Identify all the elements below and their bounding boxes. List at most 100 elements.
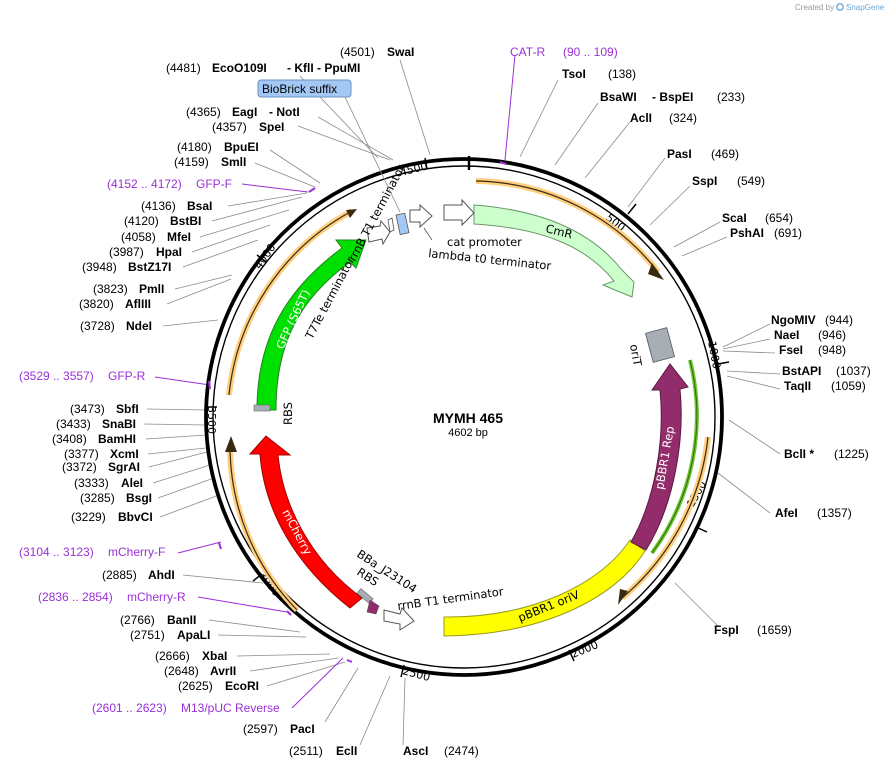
snapgene-label: SnapGene (846, 3, 885, 12)
gfp-feature[interactable] (256, 239, 367, 411)
cmr-feature[interactable] (473, 204, 635, 298)
enzyme-pos: (3433) (56, 417, 91, 431)
enzyme-pos: (1659) (757, 623, 792, 637)
enzyme-pos: (1225) (834, 447, 869, 461)
enzyme-name: BpuEI (224, 140, 259, 154)
enzyme-name: PacI (290, 722, 315, 736)
pbbr1-rep-feature[interactable] (630, 363, 689, 551)
enzyme-pos: (4159) (174, 155, 209, 169)
mcherry-feature[interactable] (248, 435, 363, 609)
enzyme-pos: (3285) (80, 491, 115, 505)
orit-feature[interactable] (645, 327, 675, 363)
backbone-inner-strand (212, 165, 716, 669)
enzyme-name: PmlI (139, 282, 164, 296)
primer-name-m13: M13/pUC Reverse (181, 701, 280, 715)
enzyme-name: NdeI (126, 319, 152, 333)
primer-name-mcherry-f: mCherry-F (108, 545, 165, 559)
bba-j23104-feature[interactable] (366, 599, 380, 615)
enzyme-pos: (944) (825, 313, 853, 327)
small-terminator-feature[interactable] (387, 217, 395, 233)
enzyme-pos: (4136) (141, 199, 176, 213)
tick-label-3500: 3500 (205, 406, 218, 434)
enzyme-name: NgoMIV (771, 313, 816, 327)
cmr-label: CmR (544, 221, 574, 241)
enzyme-pos: (946) (818, 328, 846, 342)
enzyme-name: SspI (692, 174, 717, 188)
enzyme-name: AvrII (210, 664, 236, 678)
enzyme-name: ScaI (722, 211, 747, 225)
rbs-left-label: RBS (281, 402, 295, 425)
enzyme-pos: (3820) (79, 297, 114, 311)
orf-arcs (225, 178, 711, 613)
enzyme-name: EagI (232, 105, 257, 119)
enzyme-pos: (3728) (80, 319, 115, 333)
primer-marks (208, 161, 507, 663)
enzyme-pos: (4058) (121, 230, 156, 244)
enzyme-pos: (2666) (155, 649, 190, 663)
primer-range-cat-r: (90 .. 109) (563, 45, 618, 59)
enzyme-pos: (549) (737, 174, 765, 188)
enzyme-name: NaeI (774, 328, 799, 342)
rbs-left-feature[interactable] (253, 404, 271, 412)
enzyme-name: EcoO109I (212, 61, 267, 75)
enzyme-name: AfeI (775, 506, 798, 520)
enzyme-pos: (2625) (178, 679, 213, 693)
enzyme-name: TaqII (784, 379, 811, 393)
enzyme-name: BsgI (126, 491, 152, 505)
primer-range-mcherry-f: (3104 .. 3123) (19, 545, 94, 559)
biobrick-suffix-feature[interactable] (395, 212, 410, 236)
enzyme-name: FspI (714, 623, 739, 637)
enzyme-pos: (1037) (836, 364, 871, 378)
enzyme-name: AhdI (148, 568, 175, 582)
enzyme-name: MfeI (167, 230, 191, 244)
enzyme-pos: (4180) (177, 140, 212, 154)
tick-label-2000: 2000 (569, 638, 600, 661)
enzyme-pos: (2597) (243, 722, 278, 736)
enzyme-pos: (3377) (64, 447, 99, 461)
rrnb-t1-top-arrow[interactable] (366, 219, 391, 246)
enzyme-pos: (3948) (82, 260, 117, 274)
enzyme-pos: (4481) (166, 61, 201, 75)
pbbr1-oriv-feature[interactable] (443, 539, 646, 637)
enzyme-pos: (2885) (102, 568, 137, 582)
lambda-t0-arrow[interactable] (409, 203, 433, 229)
enzyme-name: BamHI (98, 432, 136, 446)
enzyme-name: HpaI (156, 245, 182, 259)
enzyme-name: BbvCI (118, 510, 153, 524)
biobrick-suffix-box[interactable] (257, 79, 352, 98)
right-enzyme-labels: TsoI (138) BsaWI - BspEI (233) AclI (324… (403, 67, 871, 758)
enzyme-pos: (469) (711, 147, 739, 161)
tick-marks (206, 157, 730, 678)
enzyme-pos: (4365) (186, 105, 221, 119)
enzyme-name: AflIII (125, 297, 151, 311)
enzyme-name: AleI (121, 476, 143, 490)
enzyme-pos: (2474) (444, 744, 479, 758)
tick-label-1000: 1000 (705, 340, 723, 370)
biobrick-suffix-label: BioBrick suffix (262, 82, 337, 96)
rrnb-t1-bottom-arrow[interactable] (383, 607, 415, 631)
enzyme-name-extra: - NotI (269, 105, 300, 119)
enzyme-name: BstAPI (782, 364, 821, 378)
enzyme-name: SbfI (116, 402, 139, 416)
enzyme-connectors (143, 59, 781, 746)
cat-promoter-arrow[interactable] (443, 198, 475, 227)
enzyme-pos: (4357) (212, 120, 247, 134)
tick-label-4000: 4000 (252, 241, 279, 271)
lambda-t0-label: lambda t0 terminator (428, 246, 552, 273)
enzyme-name-extra: - BspEI (652, 90, 693, 104)
enzyme-pos: (233) (717, 90, 745, 104)
enzyme-name: SpeI (259, 120, 284, 134)
enzyme-pos: (3229) (71, 510, 106, 524)
enzyme-pos: (2511) (289, 744, 323, 758)
enzyme-name: AclI (630, 111, 652, 125)
primer-range-m13: (2601 .. 2623) (92, 701, 167, 715)
orit-label: oriT (627, 343, 645, 368)
enzyme-name: PshAI (730, 226, 764, 240)
primer-labels: CAT-R (90 .. 109) (4152 .. 4172) GFP-F (… (19, 45, 618, 715)
plasmid-name: MYMH 465 (433, 410, 503, 426)
enzyme-name: XcmI (110, 447, 139, 461)
enzyme-name: AscI (403, 744, 428, 758)
enzyme-name: BstBI (170, 214, 201, 228)
primer-name-gfp-f: GFP-F (196, 177, 232, 191)
